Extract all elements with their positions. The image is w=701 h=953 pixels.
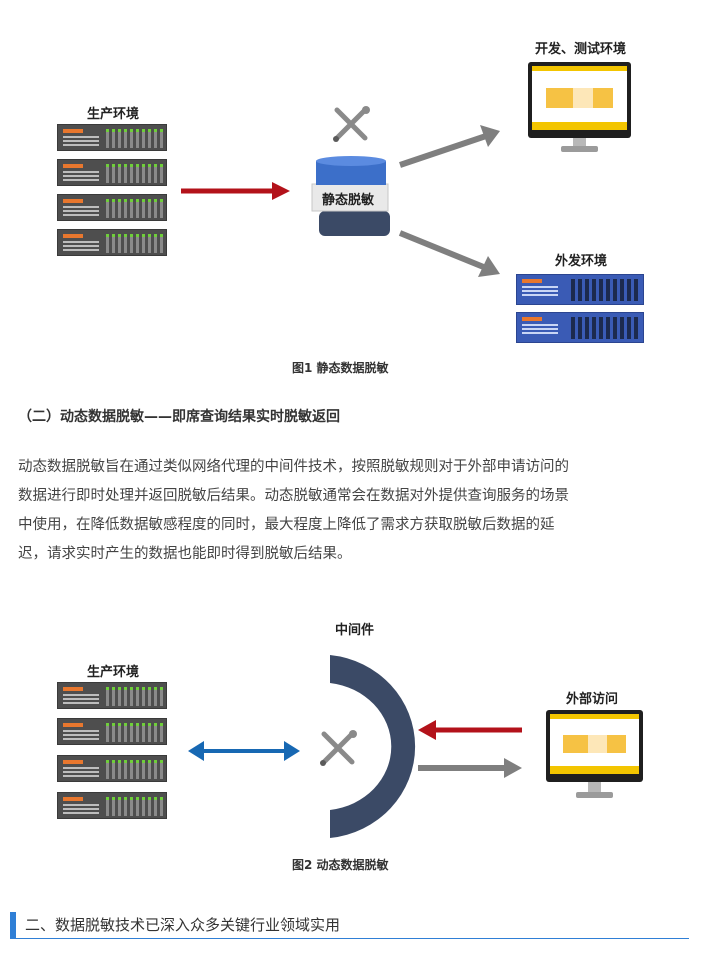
section-heading: （二）动态数据脱敏——即席查询结果实时脱敏返回 [18,409,340,425]
middleware-arc [330,655,416,838]
prod-env-label: 生产环境 [87,665,140,680]
server-icon [57,755,167,782]
heading-accent-bar [10,912,16,938]
paragraph-line: 迟，请求实时产生的数据也能即时得到脱敏后结果。 [18,546,352,562]
paragraph-line: 动态数据脱敏旨在通过类似网络代理的中间件技术，按照脱敏规则对于外部申请访问的 [18,459,569,475]
external-access-label: 外部访问 [566,692,619,707]
server-icon [57,682,167,709]
paragraph-line: 中使用，在降低数据敏感程度的同时，最大程度上降低了需求方获取脱敏后数据的延 [18,517,555,533]
heading-underline [10,938,689,939]
double-arrow-icon [188,741,300,761]
server-icon [57,229,167,256]
dev-test-env-label: 开发、测试环境 [535,42,627,57]
prod-env-label: 生产环境 [87,107,140,122]
tools-icon [333,106,370,142]
arrow-down-right-icon [398,230,500,277]
database-icon [311,156,390,236]
arrow-right-icon [181,182,290,200]
figure1-caption: 图1 静态数据脱敏 [292,361,389,375]
external-env-label: 外发环境 [555,254,608,269]
middleware-label: 中间件 [335,623,375,638]
arrow-left-icon [418,720,522,740]
section2-heading: 二、数据脱敏技术已深入众多关键行业领域实用 [25,916,341,934]
monitor-icon [546,710,643,800]
paragraph: 动态数据脱敏旨在通过类似网络代理的中间件技术，按照脱敏规则对于外部申请访问的 数… [18,453,683,569]
db-label: 静态脱敏 [322,193,375,208]
figure2-caption: 图2 动态数据脱敏 [292,858,389,872]
server-icon [57,124,167,151]
server-icon [57,792,167,819]
tools-icon [320,730,357,766]
server-icon [57,194,167,221]
arrow-right-icon [418,758,522,778]
server-icon [516,274,644,305]
arrow-up-right-icon [399,125,500,168]
monitor-icon [528,62,631,154]
server-icon [57,159,167,186]
server-icon [516,312,644,343]
paragraph-line: 数据进行即时处理并返回脱敏后结果。动态脱敏通常会在数据对外提供查询服务的场景 [18,488,569,504]
server-icon [57,718,167,745]
